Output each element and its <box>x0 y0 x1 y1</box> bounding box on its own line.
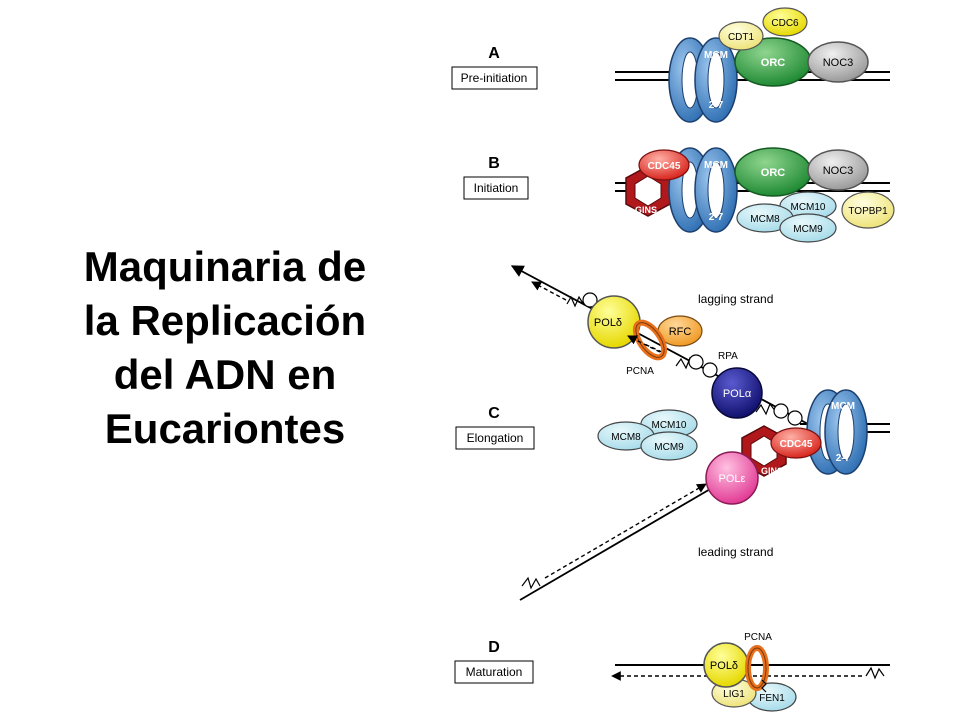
rpa-circle <box>787 410 803 426</box>
noc3-protein: NOC3 <box>807 41 869 83</box>
mcm8-label-c: MCM8 <box>611 432 641 443</box>
gins-label-c: GINS <box>761 466 783 476</box>
panel-c-label-box <box>455 426 535 450</box>
title-line-1: Maquinaria de <box>83 243 367 290</box>
pol-epsilon-protein: POLε <box>705 451 759 505</box>
mcm-sub-label: 2-7 <box>709 100 724 111</box>
mcm9-protein-c: MCM9 <box>640 431 698 461</box>
rna-primer-zigzag-3 <box>755 402 777 416</box>
pol-delta-protein-d: POLδ <box>703 642 749 688</box>
mcm-label: MCM <box>704 50 728 61</box>
rfc-protein: RFC <box>657 315 703 347</box>
rfc-label: RFC <box>669 326 692 338</box>
rpa-circle <box>688 354 704 370</box>
panel-d-letter: D <box>488 639 500 656</box>
cdc45-label-c: CDC45 <box>780 439 813 450</box>
mcm9-protein: MCM9 <box>779 213 837 243</box>
topbp1-label: TOPBP1 <box>848 206 888 217</box>
title-line-4: Eucariontes <box>104 405 346 452</box>
orc-label: ORC <box>761 57 786 69</box>
fen1-label: FEN1 <box>759 693 785 704</box>
pol-delta-arrow <box>627 335 661 353</box>
mcm-ring-c: MCM 2-7 <box>806 389 868 475</box>
leading-nascent <box>544 483 707 579</box>
cdc45-protein: CDC45 <box>638 149 690 181</box>
pcna-clamp <box>632 319 668 361</box>
panel-d: D Maturation FEN1 LIG1 POLδ PCNA <box>454 632 890 712</box>
leading-strand-label: leading strand <box>698 545 773 559</box>
pol-alpha-protein: POLα <box>711 367 763 419</box>
pol-delta-label-d: POLδ <box>710 660 738 672</box>
panel-b: B Initiation GINS MCM 2-7 CDC45 ORC <box>463 147 895 243</box>
lagging-strand-label: lagging strand <box>698 292 773 306</box>
mcm8-label: MCM8 <box>750 214 780 225</box>
orc-protein: ORC <box>734 37 812 87</box>
panel-d-label: Maturation <box>466 665 523 679</box>
mcm-label-b: MCM <box>704 160 728 171</box>
panel-b-label: Initiation <box>474 181 519 195</box>
mcm9-label: MCM9 <box>793 224 823 235</box>
pcna-label-d: PCNA <box>744 632 772 643</box>
panel-c-label: Elongation <box>467 431 524 445</box>
cdt1-protein: CDT1 <box>718 21 764 51</box>
rpa-circle <box>773 403 789 419</box>
rpa-circle <box>582 292 598 308</box>
mcm-sub-label-b: 2-7 <box>709 212 724 223</box>
pol-delta-label: POLδ <box>594 317 622 329</box>
rpa-label: RPA <box>718 351 738 362</box>
lig1-label: LIG1 <box>723 689 745 700</box>
mcm-ring: MCM 2-7 <box>668 37 738 123</box>
panel-a-label-box <box>451 66 538 90</box>
rna-primer-zigzag-1 <box>566 295 585 308</box>
panel-c: C Elongation RPA lagging strand POLδ RFC <box>455 265 890 601</box>
rna-primer-zigzag-5 <box>865 666 885 680</box>
page-title: Maquinaria de la Replicación del ADN en … <box>40 240 410 456</box>
mcm-sub-label-c: 2-7 <box>836 453 851 464</box>
orc-protein-b: ORC <box>734 147 812 197</box>
pol-epsilon-label: POLε <box>719 473 746 485</box>
pcna-clamp-d <box>745 645 769 691</box>
panel-b-label-box <box>463 176 529 200</box>
pcna-label: PCNA <box>626 366 654 377</box>
panel-d-label-box <box>454 660 534 684</box>
panel-c-letter: C <box>488 405 500 422</box>
flap-zigzag <box>761 679 767 693</box>
mcm10-label: MCM10 <box>790 202 825 213</box>
cdc45-label: CDC45 <box>648 161 681 172</box>
panel-a-letter: A <box>488 45 500 62</box>
cdc6-protein: CDC6 <box>762 7 808 37</box>
pol-delta-protein: POLδ <box>587 295 641 349</box>
topbp1-protein: TOPBP1 <box>841 191 895 229</box>
orc-label-b: ORC <box>761 167 786 179</box>
title-line-3: del ADN en <box>113 351 337 398</box>
panel-a-label: Pre-initiation <box>461 71 528 85</box>
lagging-template <box>510 265 809 425</box>
cdc6-label: CDC6 <box>771 18 799 29</box>
panel-a: A Pre-initiation MCM 2-7 ORC NOC3 CDT1 C… <box>451 7 890 123</box>
panel-b-letter: B <box>488 155 500 172</box>
rpa-circle <box>702 362 718 378</box>
cdt1-label: CDT1 <box>728 32 755 43</box>
gins-label: GINS <box>635 205 657 215</box>
mcm-label-c: MCM <box>831 401 855 412</box>
pol-alpha-label: POLα <box>723 388 752 400</box>
mcm10-label-c: MCM10 <box>651 420 686 431</box>
rna-primer-zigzag-4 <box>521 576 541 590</box>
lagging-nascent <box>531 281 567 301</box>
cdc45-protein-c: CDC45 <box>770 427 822 459</box>
noc3-protein-b: NOC3 <box>807 149 869 191</box>
title-line-2: la Replicación <box>83 297 367 344</box>
noc3-label-b: NOC3 <box>823 165 854 177</box>
mcm9-label-c: MCM9 <box>654 442 684 453</box>
noc3-label: NOC3 <box>823 57 854 69</box>
